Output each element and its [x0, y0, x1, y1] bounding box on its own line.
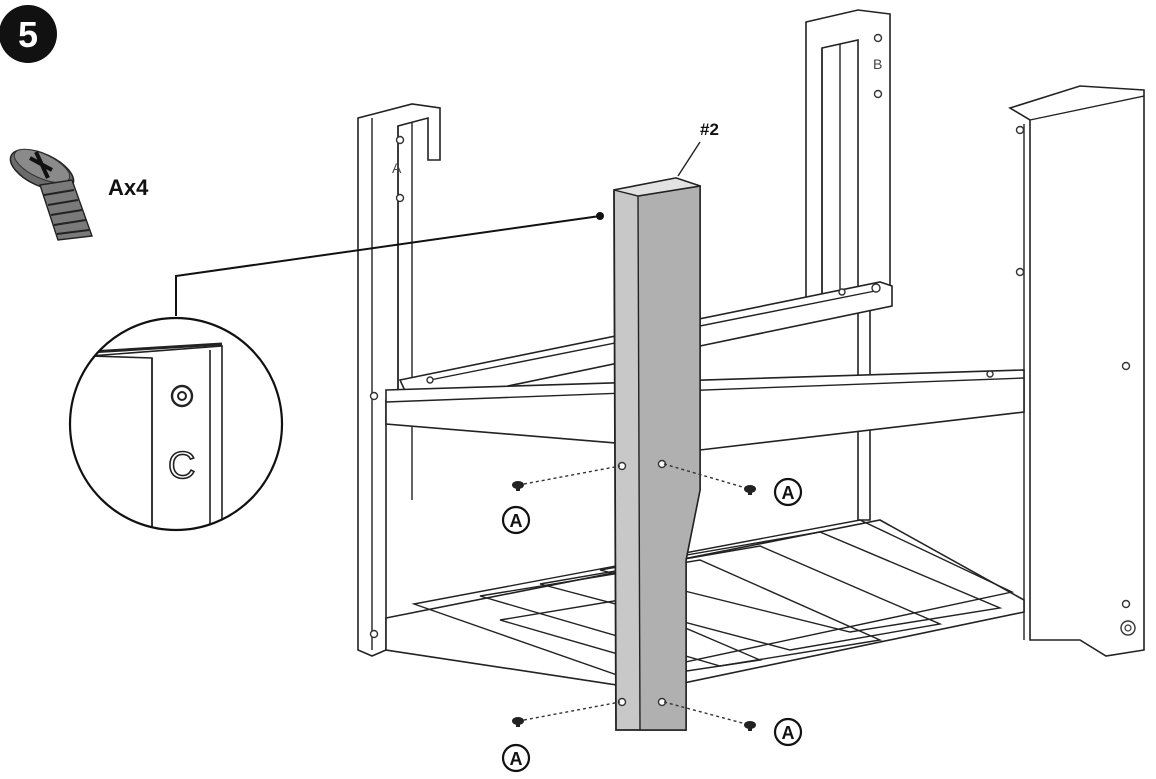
- svg-text:A: A: [782, 723, 795, 743]
- front-crossbar: [385, 369, 1025, 451]
- step-badge: 5: [0, 5, 57, 63]
- detail-leader-line: [175, 212, 604, 316]
- screw-upper-left: [512, 465, 621, 491]
- right-side-panel: [1008, 85, 1145, 657]
- screw-callout-lower-left: A: [501, 743, 531, 773]
- hardware-quantity-label: Ax4: [108, 175, 149, 200]
- svg-text:A: A: [510, 749, 523, 769]
- left-panel-letter: A: [392, 160, 402, 176]
- back-panel-letter: B: [873, 56, 882, 72]
- screw-callout-upper-right: A: [773, 477, 803, 507]
- detail-magnifier: C: [68, 316, 284, 532]
- screw-upper-right: [663, 463, 756, 495]
- screw-lower-right: [663, 701, 756, 731]
- back-upright-panel: B: [805, 9, 891, 521]
- left-side-panel: A: [357, 103, 441, 657]
- machine-screw-icon: [9, 148, 93, 241]
- bottom-shelf: [385, 519, 1025, 691]
- screw-lower-left: [512, 701, 621, 727]
- screw-callout-lower-right: A: [773, 717, 803, 747]
- detail-mark-letter: C: [168, 445, 195, 487]
- svg-text:A: A: [782, 483, 795, 503]
- step-number: 5: [18, 14, 38, 55]
- part-number-label: #2: [700, 120, 719, 139]
- screw-callout-upper-left: A: [501, 505, 531, 535]
- leg-part-2: [613, 177, 701, 731]
- svg-text:A: A: [510, 511, 523, 531]
